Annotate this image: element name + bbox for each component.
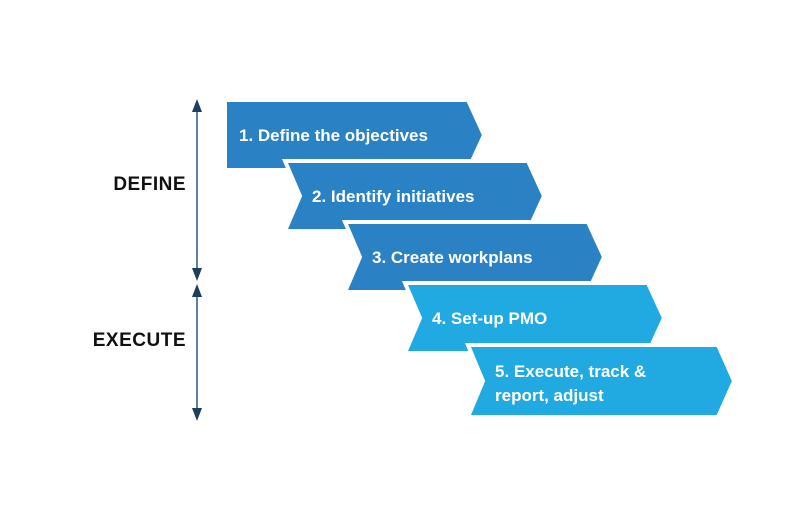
define-span-arrow [192, 99, 202, 281]
phase-label-execute: EXECUTE [93, 330, 186, 351]
phase-label-define: DEFINE [113, 174, 186, 195]
step-arrow-1-label: 1. Define the objectives [239, 126, 428, 145]
step-arrow-5-label: 5. Execute, track & report, adjust [495, 362, 646, 405]
execute-span-arrow [192, 284, 202, 421]
arrow-up-icon [192, 284, 202, 297]
step-arrow-2-label: 2. Identify initiatives [312, 187, 475, 206]
arrow-down-icon [192, 408, 202, 421]
arrow-up-icon [192, 99, 202, 112]
step-arrow-5-shape [465, 343, 737, 419]
step-arrow-5-label-line2: report, adjust [495, 386, 604, 405]
step-arrow-1-shape [223, 98, 487, 172]
step-arrow-5: 5. Execute, track & report, adjust [465, 343, 737, 419]
step-arrow-5-label-line1: 5. Execute, track & [495, 362, 646, 381]
step-arrow-3-label: 3. Create workplans [372, 248, 533, 267]
step-arrow-4: 4. Set-up PMO [401, 281, 667, 355]
arrow-down-icon [192, 268, 202, 281]
step-arrow-4-label: 4. Set-up PMO [432, 309, 547, 328]
step-arrow-1: 1. Define the objectives [223, 98, 487, 172]
